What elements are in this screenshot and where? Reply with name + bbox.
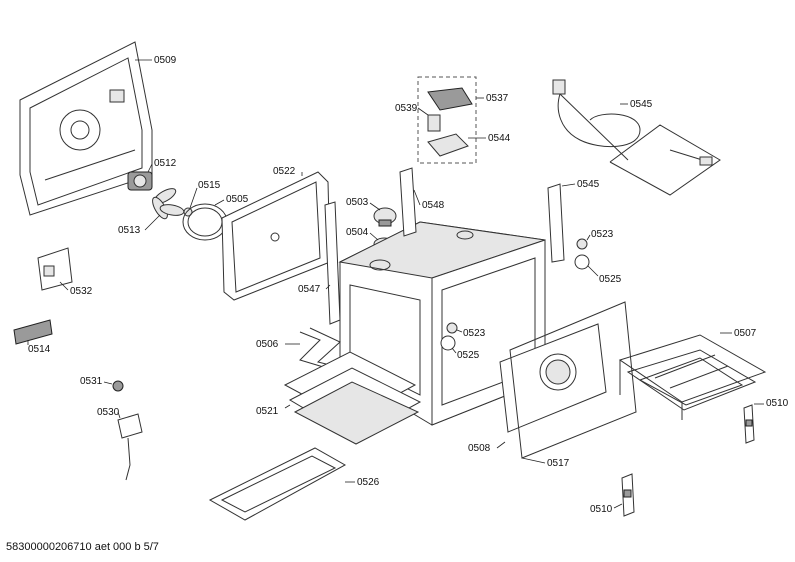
- sensor-cable-0545: 0545: [552, 79, 721, 196]
- label-0522: 0522: [273, 166, 296, 177]
- bottom-tray-0526: 0526: [208, 447, 380, 521]
- label-0514: 0514: [28, 344, 51, 355]
- label-0523b: 0523: [463, 328, 486, 339]
- label-0545a: 0545: [630, 99, 653, 110]
- knob-0525-front: 0525: [440, 335, 480, 361]
- label-0532: 0532: [70, 286, 93, 297]
- label-0517: 0517: [547, 458, 570, 469]
- document-id: 58300000206710 aet 000 b 5/7: [6, 541, 159, 553]
- label-0548: 0548: [422, 200, 445, 211]
- label-0505: 0505: [226, 194, 249, 205]
- label-0547: 0547: [298, 284, 321, 295]
- label-0539: 0539: [395, 103, 418, 114]
- label-0513: 0513: [118, 225, 141, 236]
- knob-0525-right: 0525: [574, 254, 622, 285]
- label-0525a: 0525: [599, 274, 622, 285]
- fan-blade-0513: 0513: [118, 188, 185, 236]
- label-0509: 0509: [154, 55, 177, 66]
- rear-wall-plate-0522: 0522: [221, 166, 331, 301]
- label-0537: 0537: [486, 93, 509, 104]
- label-0525b: 0525: [457, 350, 480, 361]
- hinge-0510-right: 0510: [743, 398, 789, 444]
- label-0507: 0507: [734, 328, 757, 339]
- label-0521: 0521: [256, 406, 279, 417]
- fan-motor-0512: 0512: [127, 158, 177, 191]
- lamp-0503: 0503: [346, 197, 397, 227]
- label-0523a: 0523: [591, 229, 614, 240]
- side-rail-0548: 0548: [399, 167, 445, 237]
- knob-0523-front: 0523: [446, 322, 486, 339]
- label-0508: 0508: [468, 443, 491, 454]
- inner-door-0508: 0508: [468, 323, 607, 454]
- label-0506: 0506: [256, 339, 279, 350]
- hinge-0510-bottom: 0510: [590, 473, 635, 517]
- knob-0523-right: 0523: [576, 229, 614, 250]
- side-rail-0545: 0545: [547, 179, 600, 263]
- label-0512: 0512: [154, 158, 177, 169]
- label-0545b: 0545: [577, 179, 600, 190]
- rear-panel-0509: 0509: [19, 41, 177, 216]
- label-0526: 0526: [357, 477, 380, 488]
- label-0510a: 0510: [766, 398, 789, 409]
- label-0544: 0544: [488, 133, 511, 144]
- label-0531: 0531: [80, 376, 103, 387]
- door-seal-0517: 0517: [509, 301, 637, 469]
- label-0504: 0504: [346, 227, 369, 238]
- label-0503: 0503: [346, 197, 369, 208]
- label-0530: 0530: [97, 407, 120, 418]
- label-0515: 0515: [198, 180, 221, 191]
- label-0510b: 0510: [590, 504, 613, 515]
- shelf-rack-0507: 0507: [618, 328, 767, 420]
- power-cable-0530: 0530: [97, 407, 143, 481]
- bracket-0532: 0532: [37, 247, 93, 297]
- terminal-block-0514: 0514: [13, 319, 53, 355]
- plug-0531: 0531: [80, 376, 124, 392]
- control-module-group: 0537 0539 0544: [395, 76, 511, 164]
- support-bracket-0547: 0547: [298, 201, 341, 325]
- nut-0515: 0515: [183, 180, 221, 217]
- lower-heater-0521: 0521: [256, 351, 422, 445]
